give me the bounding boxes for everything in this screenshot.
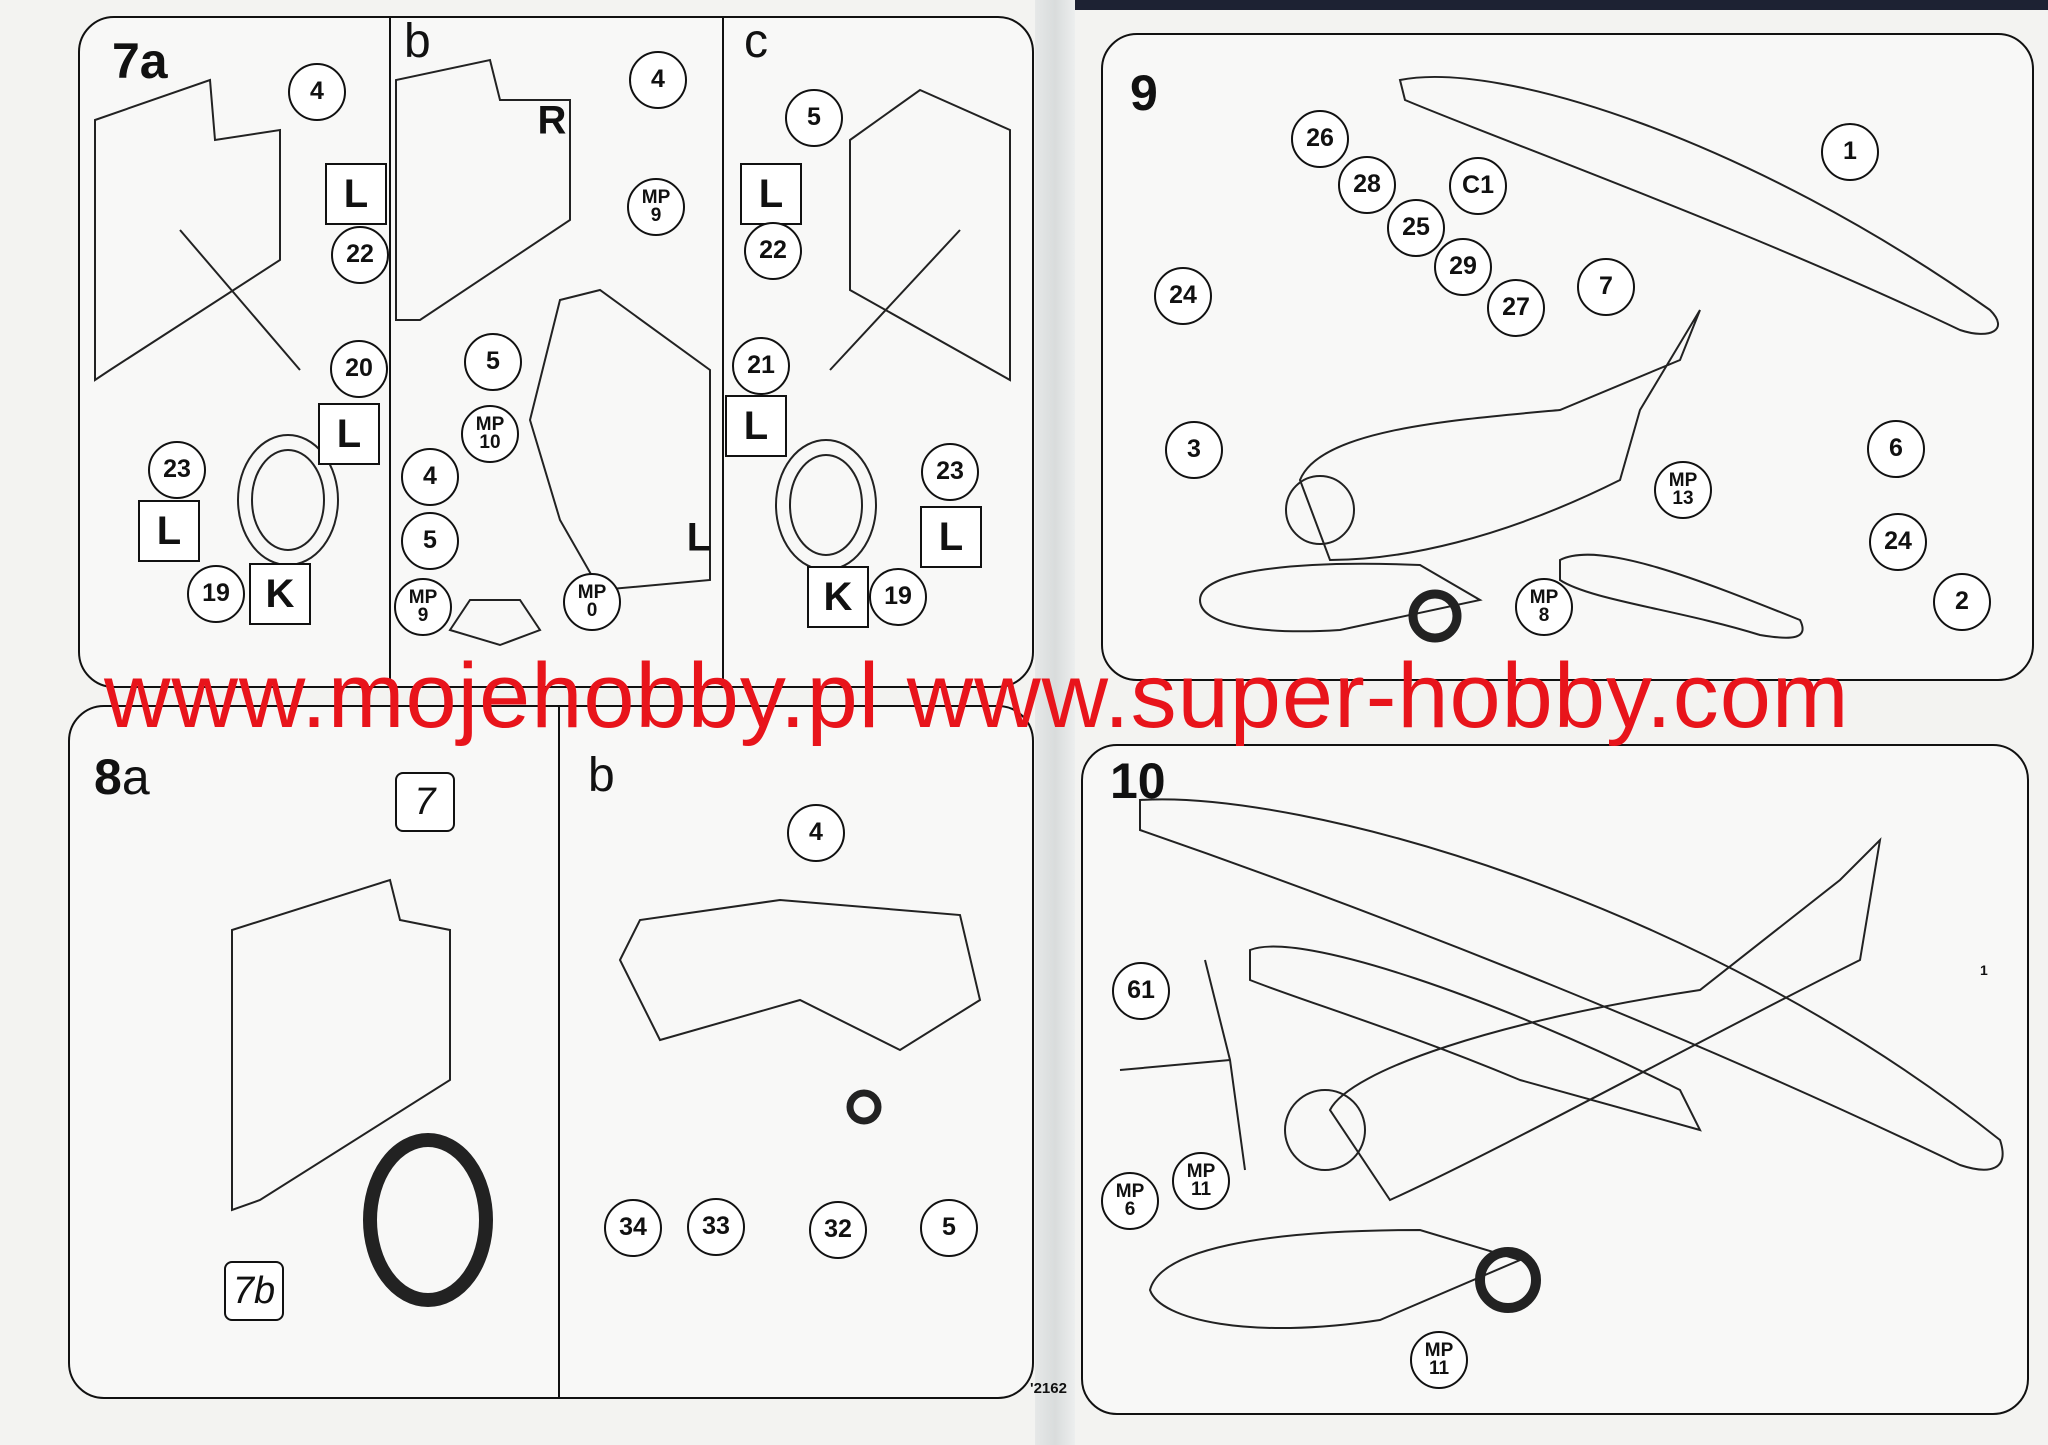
callout-part-5: 5: [401, 512, 459, 570]
callout-mp-9: MP 9: [627, 178, 685, 236]
callout-part-4: 4: [288, 63, 346, 121]
option-box-L: L: [920, 506, 982, 568]
callout-part-3: 3: [1165, 421, 1223, 479]
callout-mp-10: MP 0: [563, 573, 621, 631]
side-label-L: L: [686, 515, 712, 560]
step-number: 8: [94, 749, 122, 805]
step-7b-title: b: [404, 15, 431, 68]
callout-part-27: 27: [1487, 279, 1545, 337]
callout-mp-6: MP 6: [1101, 1172, 1159, 1230]
callout-part-7: 7: [1577, 258, 1635, 316]
option-box-K: K: [807, 566, 869, 628]
option-box-L: L: [325, 163, 387, 225]
callout-part-1: 1: [1821, 123, 1879, 181]
callout-part-33: 33: [687, 1198, 745, 1256]
callout-part-4: 4: [787, 804, 845, 862]
step-7a-title: 7a: [112, 33, 168, 89]
step-letter: a: [121, 749, 150, 805]
callout-part-22: 22: [331, 226, 389, 284]
callout-part-5: 5: [785, 89, 843, 147]
callout-mp-8: MP 8: [1515, 578, 1573, 636]
option-box-K: K: [249, 563, 311, 625]
ref-box-7b: 7b: [224, 1261, 284, 1321]
step-10-panel: [1081, 744, 2029, 1415]
callout-mp-10: MP 10: [461, 405, 519, 463]
callout-part-61: 61: [1112, 962, 1170, 1020]
page-mark: 1: [1980, 962, 1988, 978]
callout-part-4: 4: [629, 51, 687, 109]
callout-mp-11: MP 11: [1410, 1331, 1468, 1389]
callout-part-34: 34: [604, 1199, 662, 1257]
callout-part-4: 4: [401, 448, 459, 506]
callout-part-19: 19: [187, 565, 245, 623]
step-10-title: 10: [1110, 753, 1166, 809]
callout-part-2: 2: [1933, 573, 1991, 631]
callout-part-5: 5: [464, 333, 522, 391]
divider: [389, 18, 391, 686]
step-8-panel: [68, 705, 1034, 1399]
callout-mp-13: MP 13: [1654, 461, 1712, 519]
option-box-L: L: [740, 163, 802, 225]
step-9-title: 9: [1130, 65, 1158, 121]
callout-part-23: 23: [921, 443, 979, 501]
callout-part-25: 25: [1387, 199, 1445, 257]
callout-part-22: 22: [744, 222, 802, 280]
callout-mp-11: MP 11: [1172, 1152, 1230, 1210]
callout-part-21: 21: [732, 337, 790, 395]
callout-mp-9: MP 9: [394, 578, 452, 636]
option-box-L: L: [318, 403, 380, 465]
watermark: www.mojehobby.pl www.super-hobby.com: [104, 645, 1850, 747]
callout-part-24: 24: [1154, 267, 1212, 325]
callout-part-c1: C1: [1449, 157, 1507, 215]
kit-code: '2162: [1030, 1380, 1067, 1397]
scan-edge: [1075, 0, 2048, 10]
callout-part-5: 5: [920, 1199, 978, 1257]
divider: [722, 18, 724, 686]
step-8a-title: 8a: [94, 752, 150, 802]
side-label-R: R: [537, 98, 567, 143]
callout-part-26: 26: [1291, 110, 1349, 168]
callout-part-19: 19: [869, 568, 927, 626]
callout-part-6: 6: [1867, 420, 1925, 478]
callout-part-32: 32: [809, 1201, 867, 1259]
page-gutter: [1035, 0, 1075, 1445]
option-box-L: L: [138, 500, 200, 562]
ref-box-7: 7: [395, 772, 455, 832]
callout-part-23: 23: [148, 441, 206, 499]
option-box-L: L: [725, 395, 787, 457]
callout-part-20: 20: [330, 340, 388, 398]
callout-part-24: 24: [1869, 513, 1927, 571]
step-9-panel: [1101, 33, 2034, 681]
step-8b-title: b: [588, 749, 615, 802]
step-7c-title: c: [744, 15, 768, 68]
callout-part-28: 28: [1338, 156, 1396, 214]
callout-part-29: 29: [1434, 238, 1492, 296]
divider: [558, 707, 560, 1397]
